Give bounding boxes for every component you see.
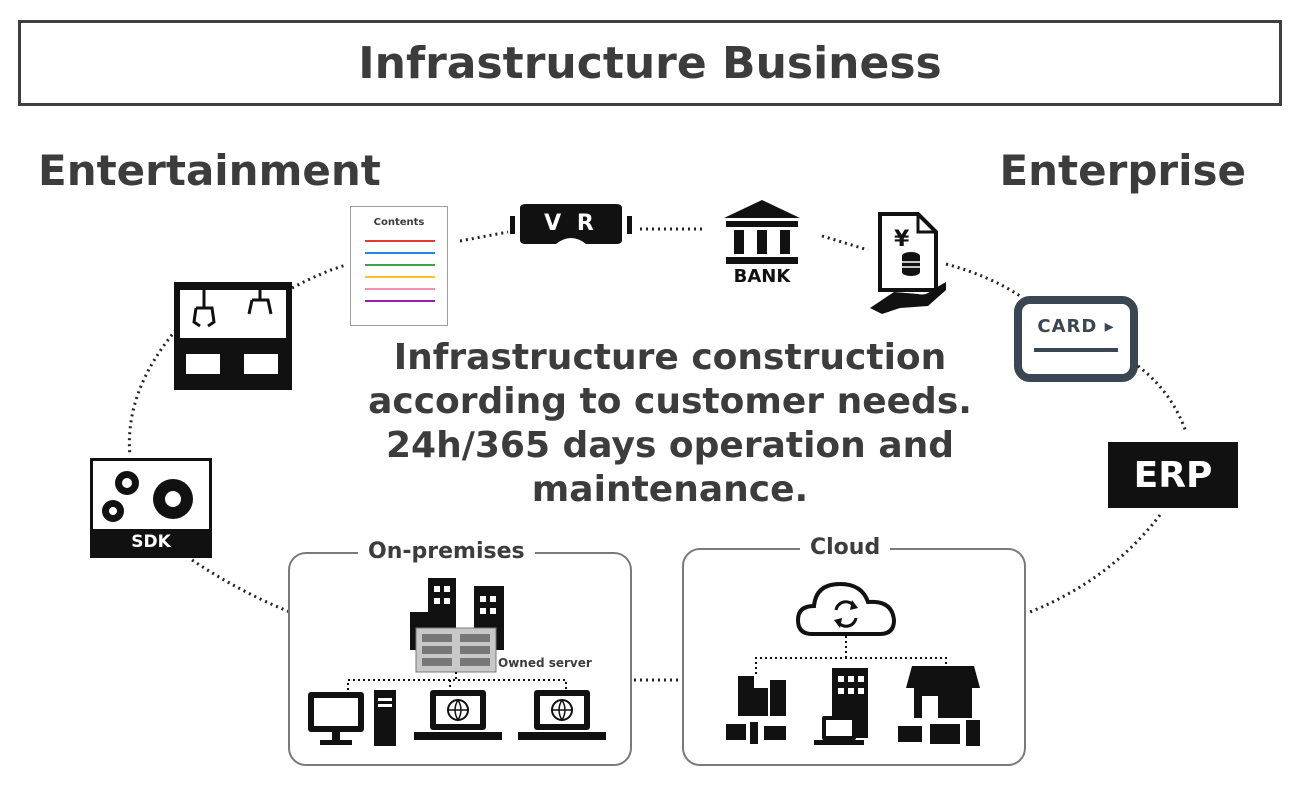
contents-document-icon: Contents: [350, 206, 448, 326]
office-buildings-icon: [738, 676, 786, 716]
on-premises-illustration: [308, 578, 606, 746]
vr-goggles-icon: V R: [510, 202, 632, 246]
connector-crane-contents: [291, 263, 347, 290]
cloud-label: Cloud: [800, 535, 891, 560]
sdk-label: SDK: [93, 529, 209, 555]
erp-icon: ERP: [1108, 442, 1238, 508]
connector-card-erp: [1137, 364, 1188, 433]
shop-icon: [906, 666, 980, 718]
contents-label: Contents: [373, 217, 425, 228]
owned-server-label: Owned server: [498, 656, 592, 670]
vr-label: V R: [544, 211, 598, 236]
laptop-icon-2: [518, 690, 606, 740]
bank-icon: BANK: [716, 196, 808, 292]
connector-sdk-onprem: [191, 558, 291, 614]
center-description: Infrastructure construction according to…: [340, 336, 1000, 512]
center-line-4: maintenance.: [531, 469, 809, 510]
gears-icon: [102, 471, 193, 522]
connector-bank-invoice: [821, 234, 869, 252]
connector-erp-cloud: [1029, 514, 1162, 614]
contents-lines: [365, 240, 435, 302]
title-box: Infrastructure Business: [18, 20, 1282, 106]
center-line-2: according to customer needs.: [368, 381, 972, 422]
card-label: CARD ▸: [1037, 316, 1115, 337]
card-stripe: [1034, 348, 1118, 352]
crane-game-icon: [174, 282, 292, 390]
laptop-icon-1: [414, 690, 502, 740]
enterprise-label: Enterprise: [999, 146, 1246, 195]
server-icon: [415, 627, 497, 673]
connector-contents-vr: [459, 230, 509, 243]
desktop-icon: [308, 690, 396, 746]
bank-label: BANK: [733, 266, 791, 287]
cloud-illustration: [726, 581, 980, 746]
connector-invoice-card: [945, 262, 1021, 298]
cloud-icon: [795, 581, 897, 636]
sdk-icon: SDK: [90, 458, 212, 558]
page-title: Infrastructure Business: [358, 37, 942, 89]
svg-text:¥: ¥: [894, 227, 910, 252]
entertainment-label: Entertainment: [38, 146, 381, 195]
center-line-3: 24h/365 days operation and: [385, 425, 955, 466]
center-line-1: Infrastructure construction: [393, 337, 947, 378]
cloud-laptop-icon: [814, 716, 864, 745]
on-premises-label: On-premises: [358, 539, 535, 564]
connector-crane-sdk: [127, 329, 178, 457]
card-icon: CARD ▸: [1014, 296, 1138, 382]
invoice-hand-icon: ¥: [870, 212, 946, 314]
erp-label: ERP: [1133, 454, 1213, 496]
